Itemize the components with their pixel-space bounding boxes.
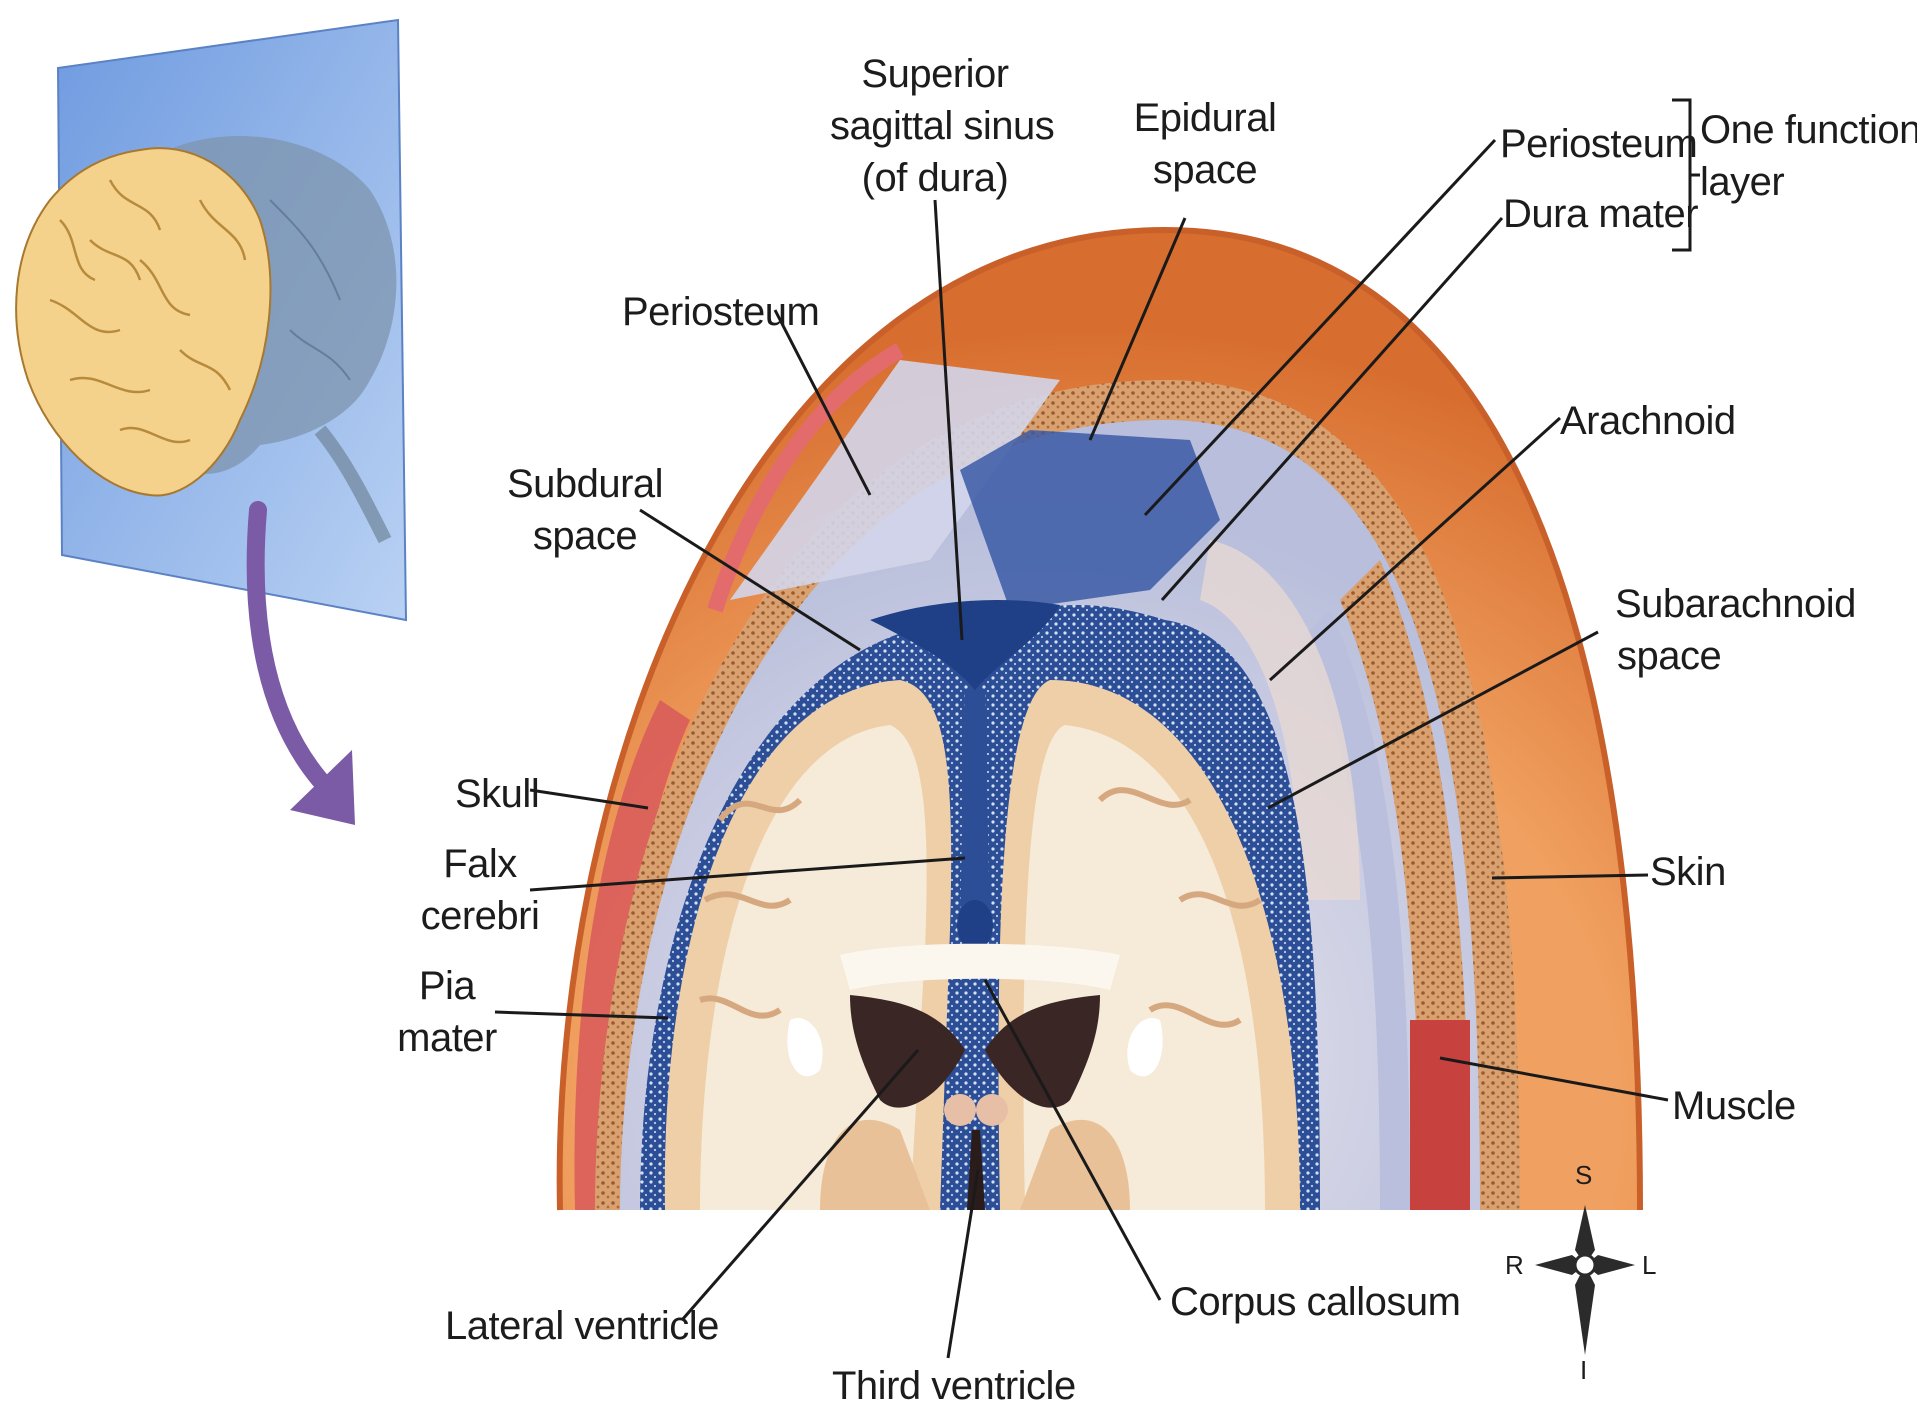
compass-left-label: L	[1642, 1250, 1656, 1280]
label-skull: Skull	[455, 768, 539, 820]
inset-brain-plane	[16, 20, 406, 620]
label-muscle: Muscle	[1672, 1080, 1796, 1132]
compass-rose	[1535, 1205, 1635, 1355]
coronal-section	[560, 230, 1640, 1210]
label-one-functional-layer: One functional layer	[1700, 104, 1917, 208]
label-pia-mater: Pia mater	[392, 960, 502, 1064]
label-subarachnoid-space: Subarachnoid space	[1615, 578, 1856, 682]
compass-right-label: R	[1505, 1250, 1523, 1280]
label-arachnoid: Arachnoid	[1560, 395, 1736, 447]
label-skin: Skin	[1650, 846, 1726, 898]
label-corpus-callosum: Corpus callosum	[1170, 1276, 1460, 1328]
label-falx-cerebri: Falx cerebri	[400, 838, 560, 942]
compass-inferior-label: I	[1580, 1355, 1587, 1385]
label-dura-mater: Dura mater	[1503, 188, 1698, 240]
label-lateral-ventricle: Lateral ventricle	[445, 1300, 719, 1352]
label-periosteum-top: Periosteum	[1500, 118, 1697, 170]
label-subdural-space: Subdural space	[490, 458, 680, 562]
label-superior-sagittal-sinus: Superior sagittal sinus (of dura)	[830, 48, 1040, 204]
label-third-ventricle: Third ventricle	[832, 1360, 1076, 1412]
compass-superior-label: S	[1575, 1160, 1592, 1190]
label-periosteum-left: Periosteum	[622, 286, 819, 338]
label-epidural-space: Epidural space	[1110, 92, 1300, 196]
